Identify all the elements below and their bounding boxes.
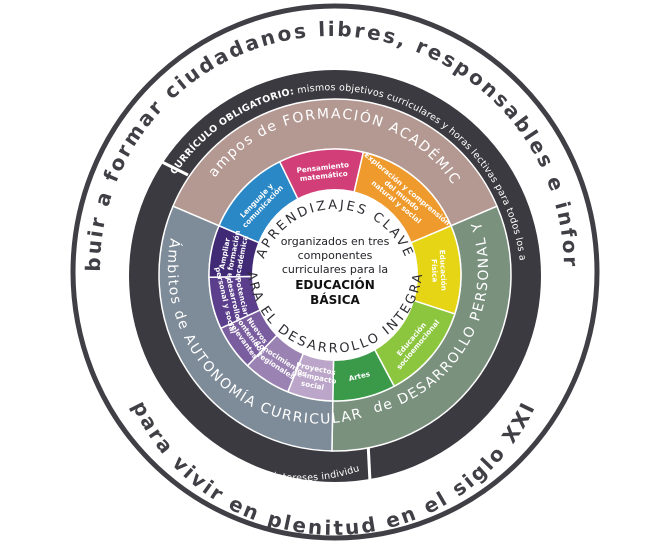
band-divider-left [149,154,189,177]
segment-label-line: Física [430,259,440,283]
segment-label-educacion-fisica: EducaciónFísica [429,250,448,292]
center-caption-line: organizados en tres [281,235,390,248]
center-disc [252,189,418,361]
center-bold-line: EDUCACIÓN [295,277,375,292]
center-bold-line: BÁSICA [310,292,360,307]
center-caption-line: componentes [298,249,373,262]
center-caption-line: curriculares para la [282,263,388,276]
segment-label-line: Educación [438,250,449,291]
center-caption: organizados en trescomponentescurricular… [281,235,390,307]
